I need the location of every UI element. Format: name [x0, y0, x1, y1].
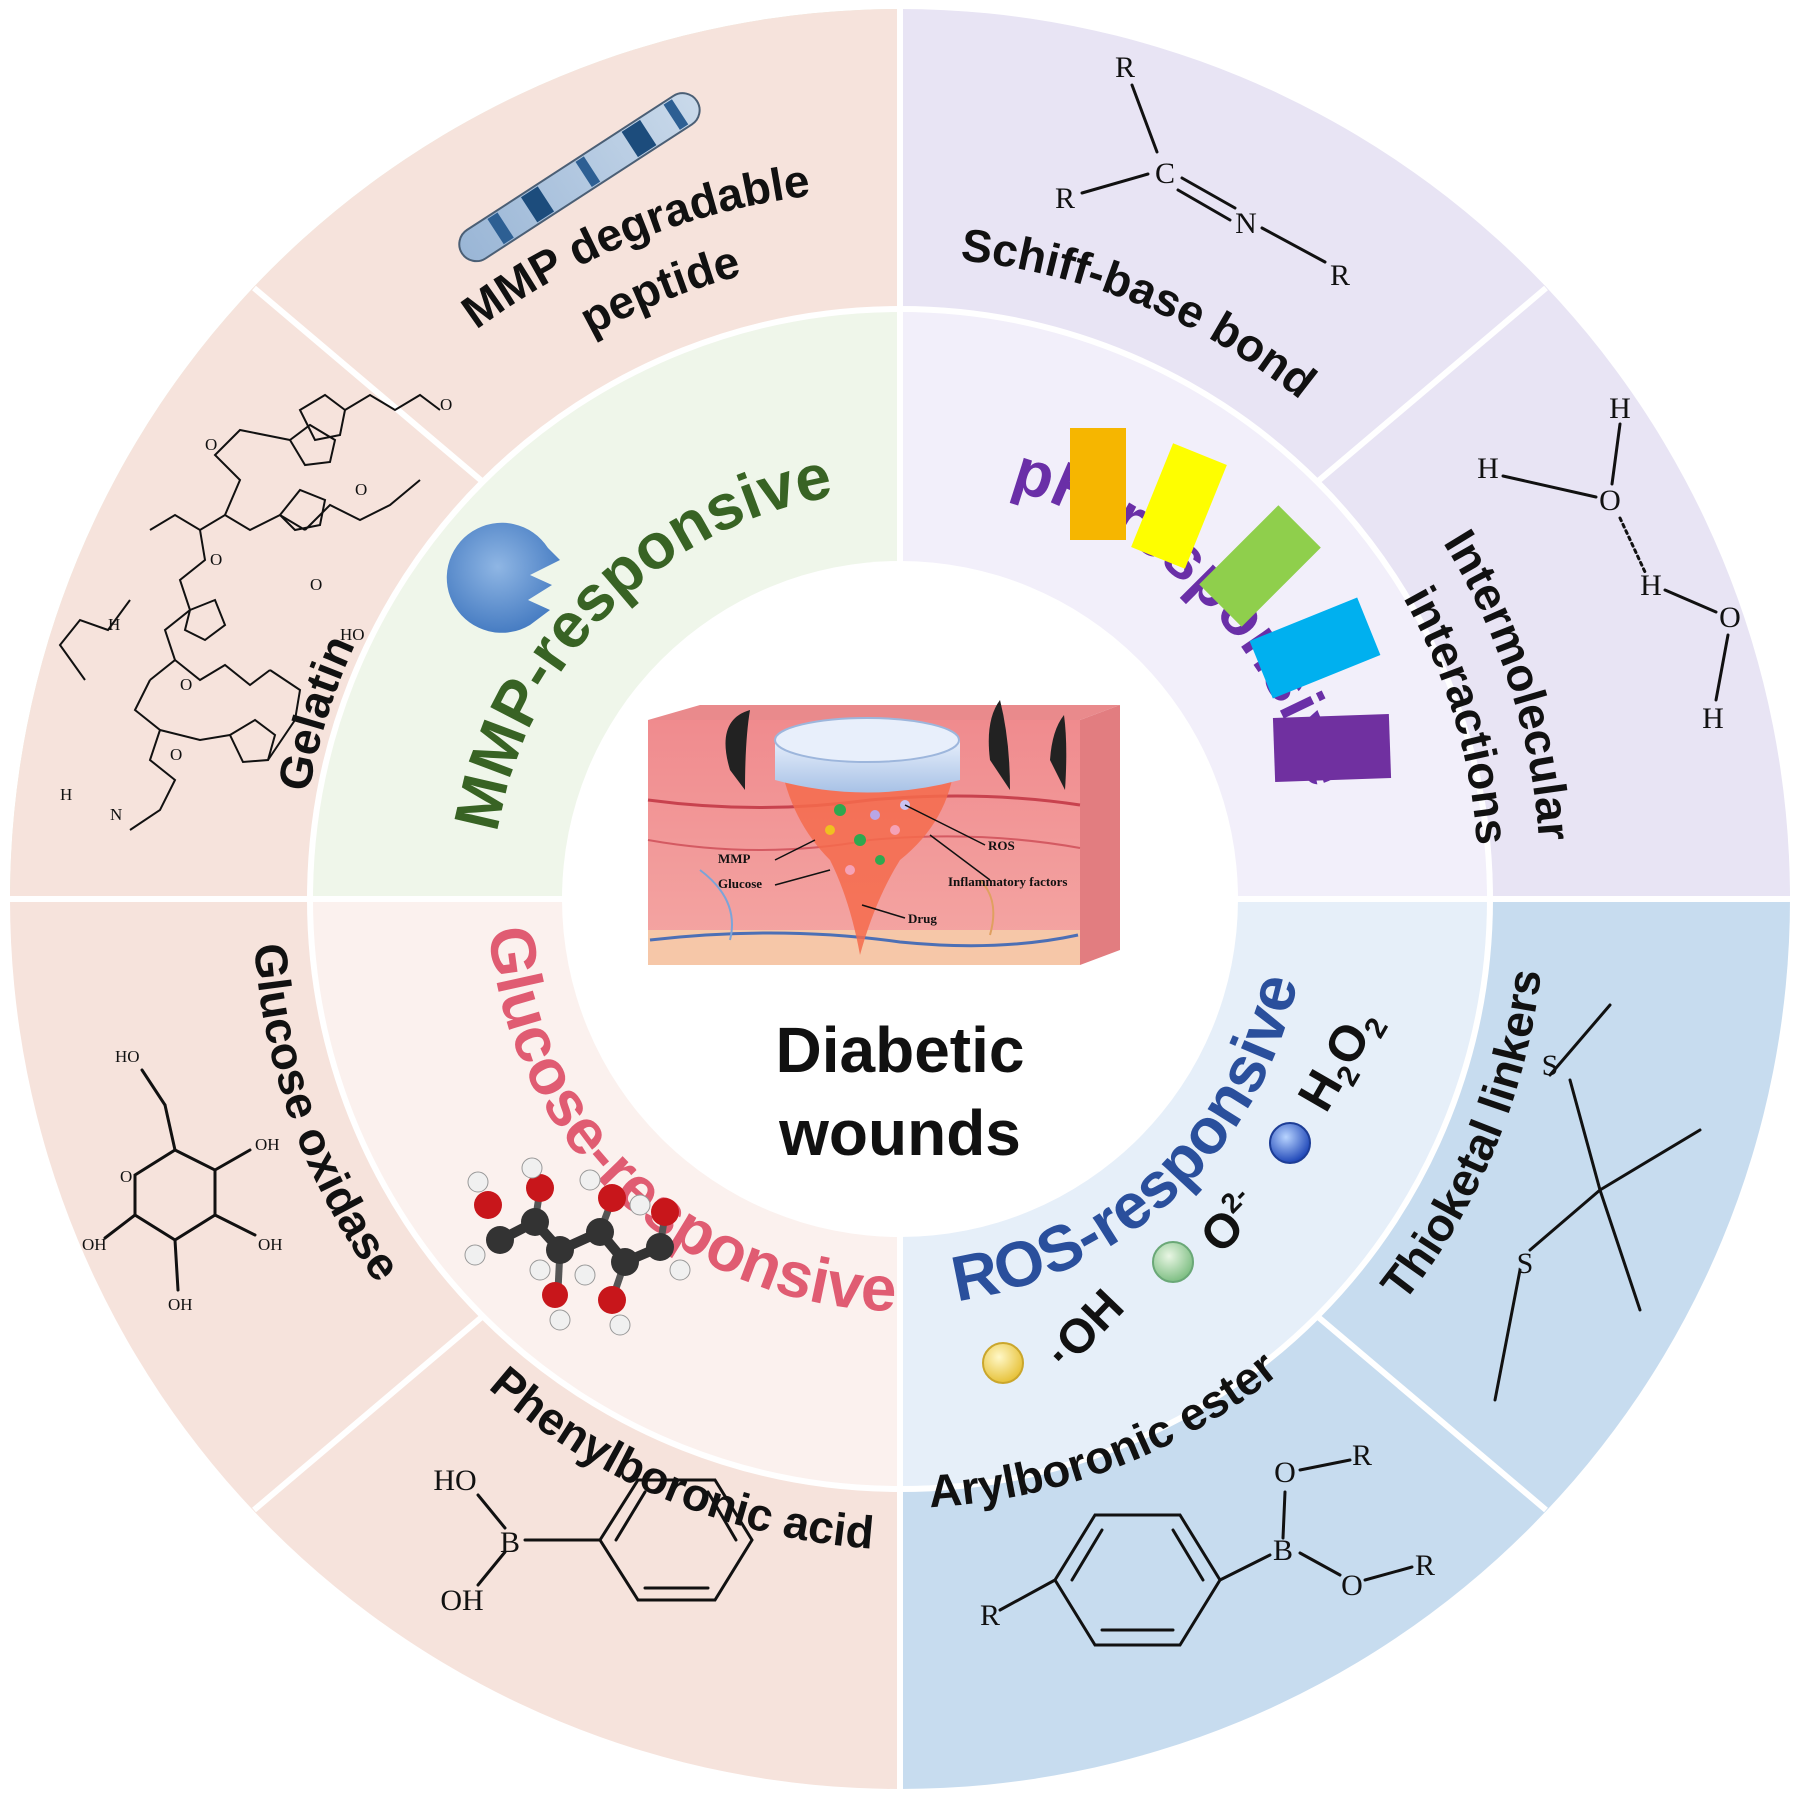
svg-text:H: H [1609, 392, 1631, 425]
gelatin-structure: O O H O O O H N O HO O [58, 393, 452, 831]
svg-text:R: R [1115, 51, 1135, 84]
svg-text:R: R [1330, 259, 1350, 292]
hydroxyl-radical-icon [982, 1342, 1024, 1384]
svg-text:OH: OH [255, 1135, 280, 1154]
schiff-base-structure: R C R N R [1055, 51, 1350, 292]
svg-text:R: R [1352, 1439, 1372, 1472]
svg-text:OH: OH [168, 1295, 193, 1314]
phenylboronic-acid-structure: B HO OH [433, 1464, 754, 1617]
thioketal-structure: S S [1493, 1003, 1702, 1402]
svg-text:C: C [1155, 157, 1175, 190]
wound-label-inflammatory: Inflammatory factors [948, 874, 1068, 889]
superoxide-icon [1152, 1241, 1194, 1283]
svg-text:OH: OH [258, 1235, 283, 1254]
svg-text:O: O [180, 675, 192, 694]
svg-text:O: O [440, 395, 452, 414]
svg-text:HO: HO [115, 1047, 140, 1066]
svg-text:S: S [1517, 1247, 1534, 1280]
svg-text:O: O [210, 550, 222, 569]
svg-text:O: O [205, 435, 217, 454]
mmp-enzyme-icon [446, 522, 560, 633]
wound-label-drug: Drug [908, 911, 937, 926]
svg-text:O: O [170, 745, 182, 764]
glucose-ball-stick-icon [464, 1157, 691, 1336]
svg-text:H: H [1702, 702, 1724, 735]
svg-text:R: R [1055, 182, 1075, 215]
svg-text:H: H [60, 785, 72, 804]
water-hbond-structure: H H O H O H [1477, 392, 1741, 735]
ph-color-strips [1070, 428, 1392, 783]
peptide-strand-icon [458, 92, 701, 263]
ph-strip-4 [1249, 597, 1381, 699]
svg-text:OH: OH [82, 1235, 107, 1254]
svg-text:O: O [1341, 1569, 1363, 1602]
ph-strip-1 [1070, 428, 1126, 540]
svg-text:O: O [1274, 1456, 1296, 1489]
svg-text:O: O [310, 575, 322, 594]
svg-text:N: N [110, 805, 122, 824]
glucopyranose-structure: HO O OH OH OH OH [82, 1047, 283, 1314]
svg-text:HO: HO [433, 1464, 476, 1497]
wound-label-mmp: MMP [718, 851, 751, 866]
hydrogen-peroxide-icon [1269, 1122, 1311, 1164]
svg-text:H: H [108, 615, 120, 634]
ph-strip-3 [1199, 505, 1321, 627]
hydrogel-disc [774, 717, 960, 763]
svg-text:H: H [1640, 569, 1662, 602]
ph-strip-5 [1272, 713, 1392, 783]
svg-text:H: H [1477, 452, 1499, 485]
svg-text:B: B [500, 1526, 520, 1559]
ph-strip-2 [1131, 443, 1227, 569]
svg-text:R: R [980, 1599, 1000, 1632]
arylboronic-ester-structure: B O O R R R [980, 1439, 1435, 1647]
svg-text:R: R [1415, 1549, 1435, 1582]
svg-text:HO: HO [340, 625, 365, 644]
svg-text:O: O [120, 1167, 132, 1186]
svg-text:O: O [1599, 484, 1621, 517]
svg-text:O: O [1719, 601, 1741, 634]
center-title-line2: wounds [778, 1097, 1021, 1169]
diabetic-wound-illustration: MMP Glucose ROS Inflammatory factors Dru… [647, 700, 1120, 965]
wound-label-ros: ROS [988, 838, 1015, 853]
svg-text:O: O [355, 480, 367, 499]
svg-text:B: B [1273, 1534, 1293, 1567]
svg-text:S: S [1542, 1049, 1559, 1082]
wound-label-glucose: Glucose [718, 876, 762, 891]
svg-text:N: N [1235, 207, 1257, 240]
svg-text:OH: OH [440, 1584, 483, 1617]
center-title-line1: Diabetic [776, 1014, 1025, 1086]
